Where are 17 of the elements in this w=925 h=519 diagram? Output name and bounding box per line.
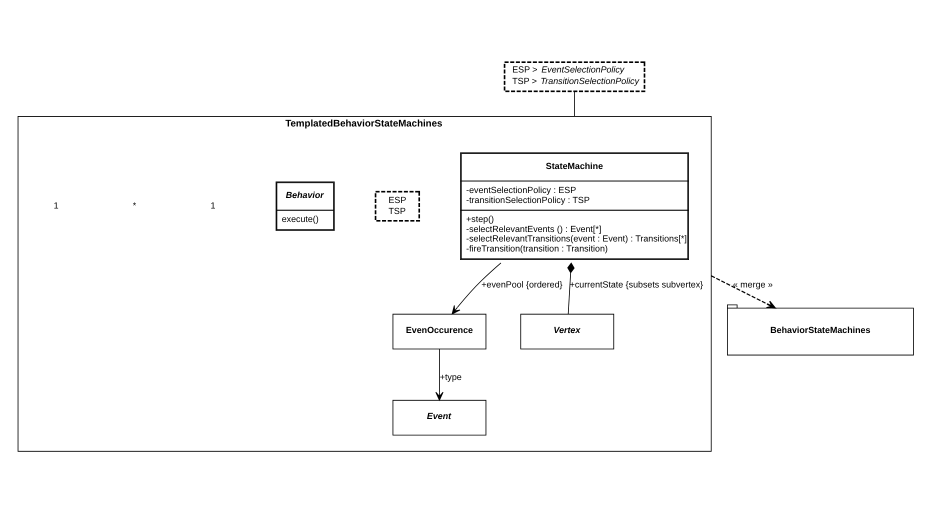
connector <box>574 90 575 116</box>
node-box: ESP TSP <box>374 190 420 222</box>
arrow <box>435 348 444 400</box>
label: 1 <box>210 200 216 210</box>
node-box: Event <box>392 399 486 436</box>
edge-label: +currentState {subsets subvertex} <box>570 279 704 290</box>
connector <box>567 262 575 314</box>
node-box: ESP > EventSelectionPolicy TSP > TransitionSelectionPolicy <box>504 60 646 92</box>
edge-label: +evenPool {ordered} <box>481 279 563 290</box>
edge-label: +type <box>440 371 462 382</box>
node-box: Vertex <box>520 313 614 349</box>
arrow <box>710 274 776 308</box>
label: 1 <box>54 200 59 210</box>
label: * <box>132 200 136 210</box>
node-box: EvenOccurence <box>392 313 486 349</box>
edge-label: « merge » <box>732 279 773 290</box>
arrow <box>452 262 502 314</box>
